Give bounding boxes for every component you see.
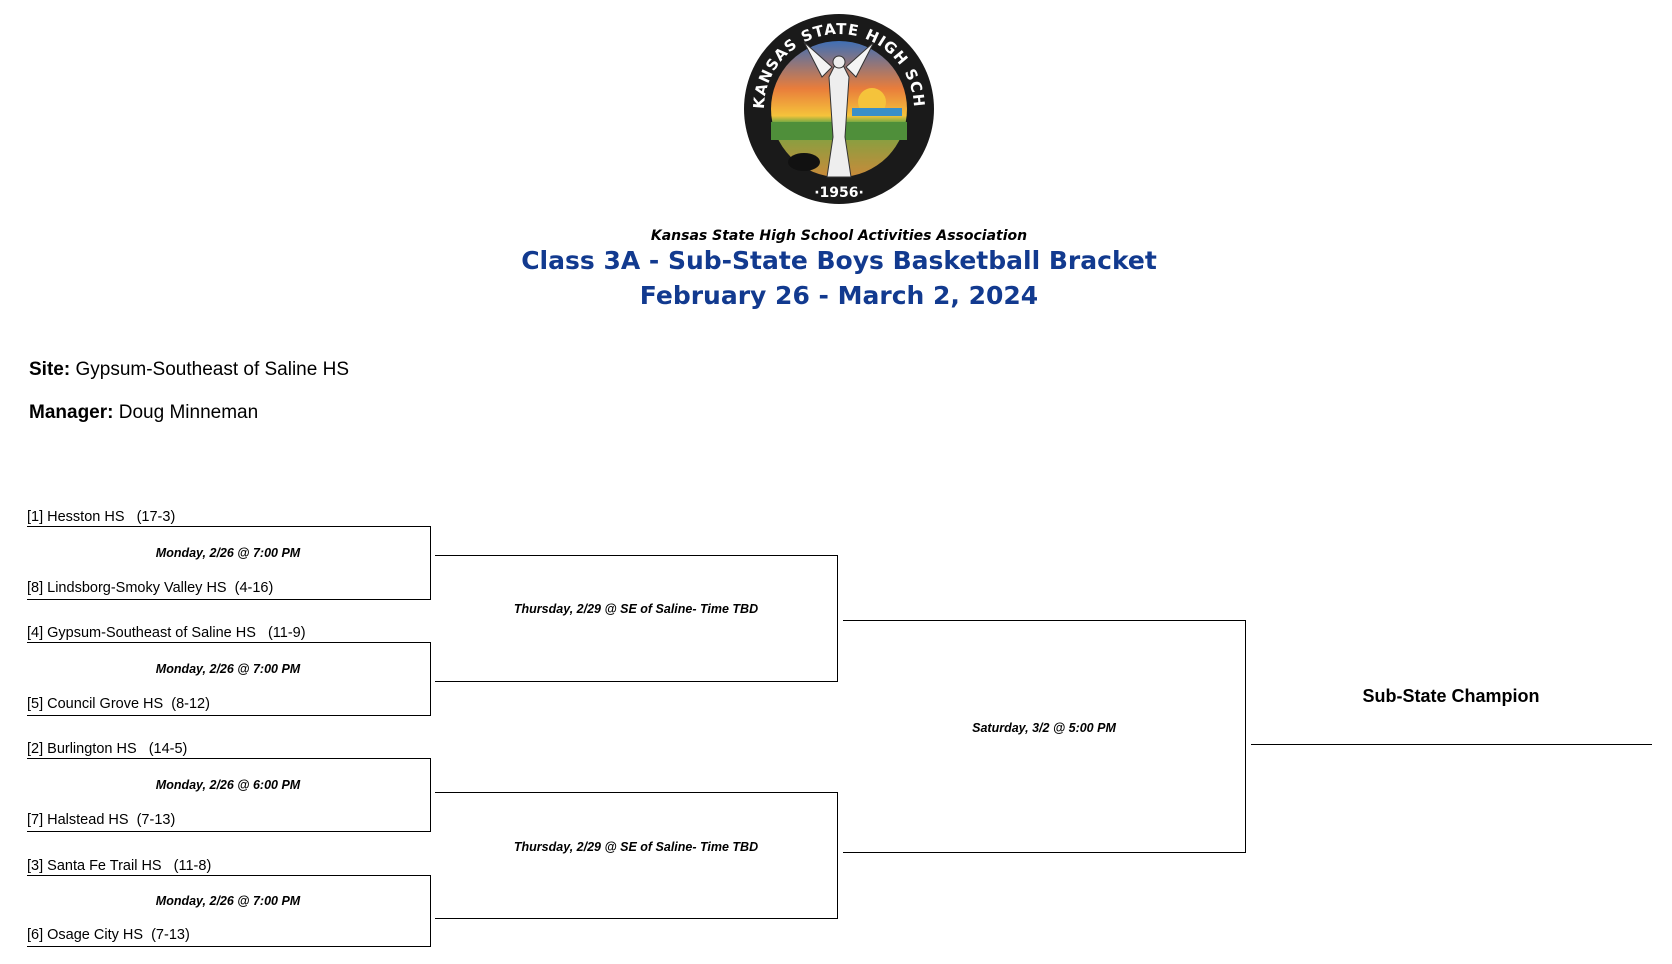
logo-year: ·1956· [814, 185, 864, 201]
game-time: Monday, 2/26 @ 7:00 PM [155, 546, 301, 560]
game-time: Monday, 2/26 @ 7:00 PM [155, 894, 301, 908]
game-time: Thursday, 2/29 @ SE of Saline- Time TBD [513, 602, 759, 616]
round1-game-4 [27, 875, 431, 947]
round2-game-1 [435, 555, 838, 682]
site-info: Site: Gypsum-Southeast of Saline HS [29, 359, 349, 381]
page-title: Class 3A - Sub-State Boys Basketball Bra… [521, 246, 1157, 275]
team-slot: [1] Hesston HS (17-3) [27, 509, 176, 525]
team-slot: [5] Council Grove HS (8-12) [27, 696, 210, 712]
round2-game-2 [435, 792, 838, 919]
round1-game-3 [27, 758, 431, 832]
manager-value: Doug Minneman [118, 402, 259, 423]
khsaa-logo: KANSAS STATE HIGH SCHOOL ACTIVITIES ASSO… [735, 0, 936, 206]
round1-game-2 [27, 642, 431, 716]
team-slot: [8] Lindsborg-Smoky Valley HS (4-16) [27, 580, 274, 596]
game-time: Monday, 2/26 @ 7:00 PM [155, 662, 301, 676]
manager-info: Manager: Doug Minneman [29, 402, 258, 424]
team-slot: [7] Halstead HS (7-13) [27, 812, 176, 828]
team-slot: [3] Santa Fe Trail HS (11-8) [27, 858, 212, 874]
final-game [843, 620, 1246, 853]
champion-line [1251, 744, 1652, 745]
site-value: Gypsum-Southeast of Saline HS [75, 359, 349, 380]
game-time: Monday, 2/26 @ 6:00 PM [155, 778, 301, 792]
game-time: Saturday, 3/2 @ 5:00 PM [972, 721, 1116, 735]
manager-label: Manager: [29, 402, 114, 423]
round1-game-1 [27, 526, 431, 600]
champion-label: Sub-State Champion [1362, 686, 1540, 706]
game-time: Thursday, 2/29 @ SE of Saline- Time TBD [513, 840, 759, 854]
team-slot: [6] Osage City HS (7-13) [27, 927, 190, 943]
org-name: Kansas State High School Activities Asso… [650, 228, 1028, 244]
team-slot: [2] Burlington HS (14-5) [27, 741, 188, 757]
page-dates: February 26 - March 2, 2024 [639, 281, 1039, 310]
site-label: Site: [29, 359, 71, 380]
team-slot: [4] Gypsum-Southeast of Saline HS (11-9) [27, 625, 306, 641]
